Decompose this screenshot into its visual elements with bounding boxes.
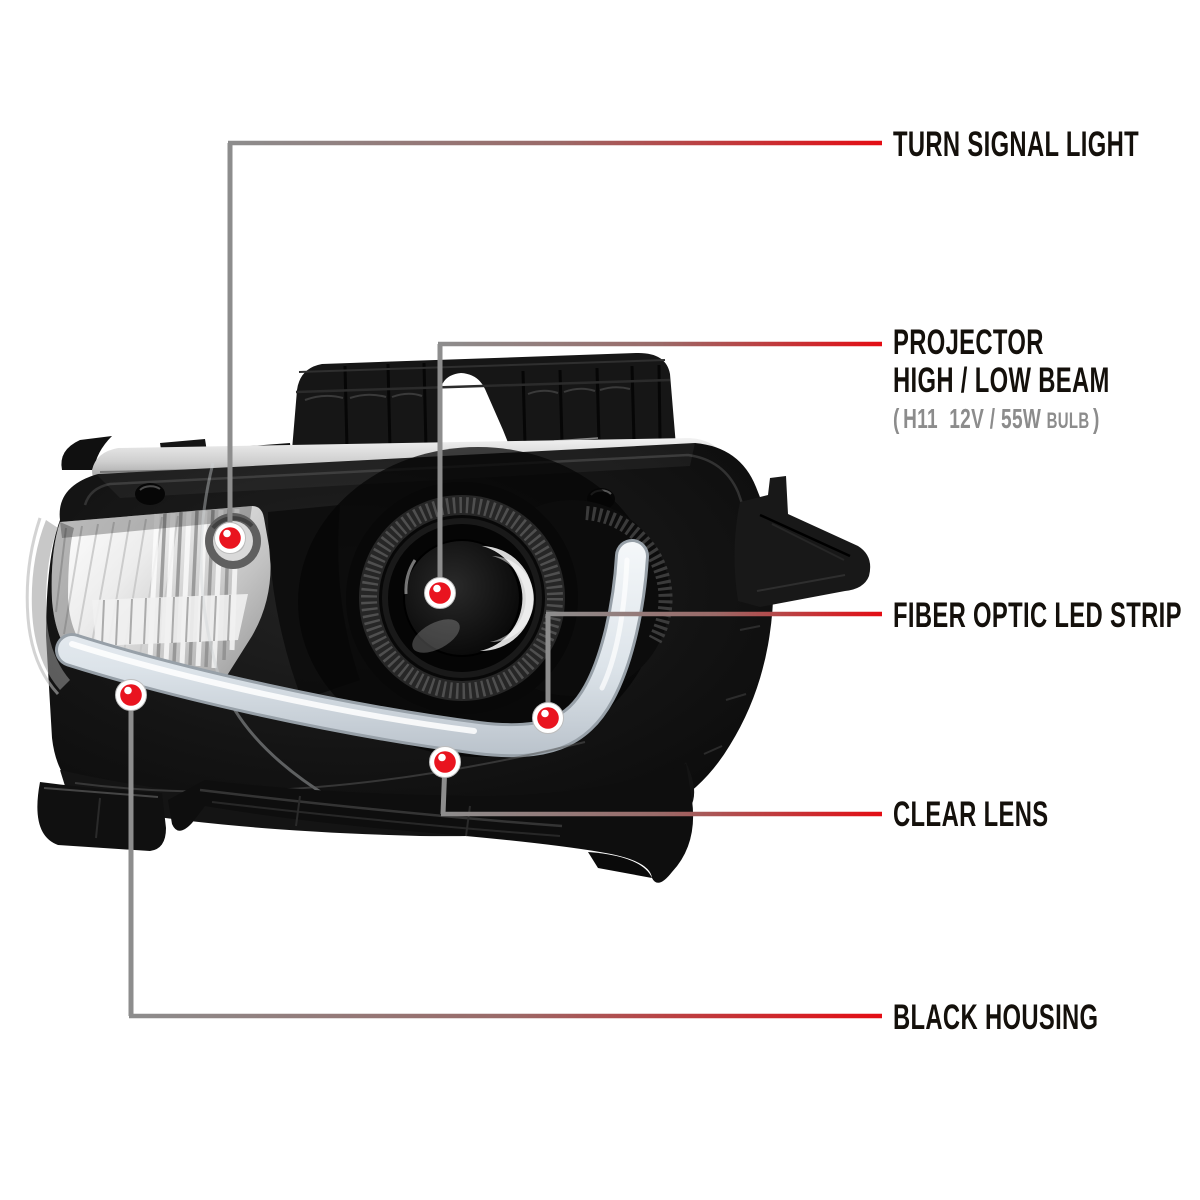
projector-label-line1: PROJECTOR — [893, 323, 1044, 362]
callout-line-projector — [437, 341, 882, 593]
callout-label-black-housing: BLACK HOUSING — [893, 999, 1098, 1037]
callout-dot-turn-signal — [214, 522, 246, 554]
callout-dots — [115, 522, 564, 778]
callout-line-fiber-optic — [545, 611, 882, 718]
spec-bulb-word: BULB — [1046, 408, 1090, 433]
projector-lens — [346, 482, 578, 714]
adjuster-screw-left — [135, 483, 165, 505]
black-housing-label-text: BLACK HOUSING — [893, 998, 1099, 1037]
callout-dot-fiber-optic — [532, 702, 564, 734]
callout-line-turn-signal — [227, 140, 882, 538]
callout-dot-clear-lens — [429, 746, 461, 778]
bottom-flange — [37, 741, 695, 883]
projector-label-line2: HIGH / LOW BEAM — [893, 361, 1110, 400]
callout-label-projector: PROJECTOR HIGH / LOW BEAM (H11 12V / 55W… — [893, 324, 1110, 440]
callout-label-clear-lens: CLEAR LENS — [893, 796, 1048, 834]
side-mounting-bracket — [734, 476, 871, 607]
clear-lens-label-text: CLEAR LENS — [893, 795, 1049, 834]
led-strip — [55, 539, 649, 758]
callout-dot-projector — [424, 577, 456, 609]
spec-open-paren: ( — [893, 403, 900, 434]
callout-lines — [128, 140, 882, 1019]
callout-label-fiber-optic: FIBER OPTIC LED STRIP — [893, 597, 1182, 635]
callout-label-turn-signal: TURN SIGNAL LIGHT — [893, 126, 1139, 164]
callout-dot-black-housing — [115, 679, 147, 711]
mounting-bracket-top — [160, 352, 676, 456]
fiber-optic-label-text: FIBER OPTIC LED STRIP — [893, 596, 1182, 635]
callout-line-black-housing — [128, 695, 882, 1019]
turn-signal-label-text: TURN SIGNAL LIGHT — [893, 125, 1139, 164]
spec-close-paren: ) — [1092, 403, 1100, 434]
spec-bulb-rating: H11 12V / 55W — [903, 403, 1042, 434]
